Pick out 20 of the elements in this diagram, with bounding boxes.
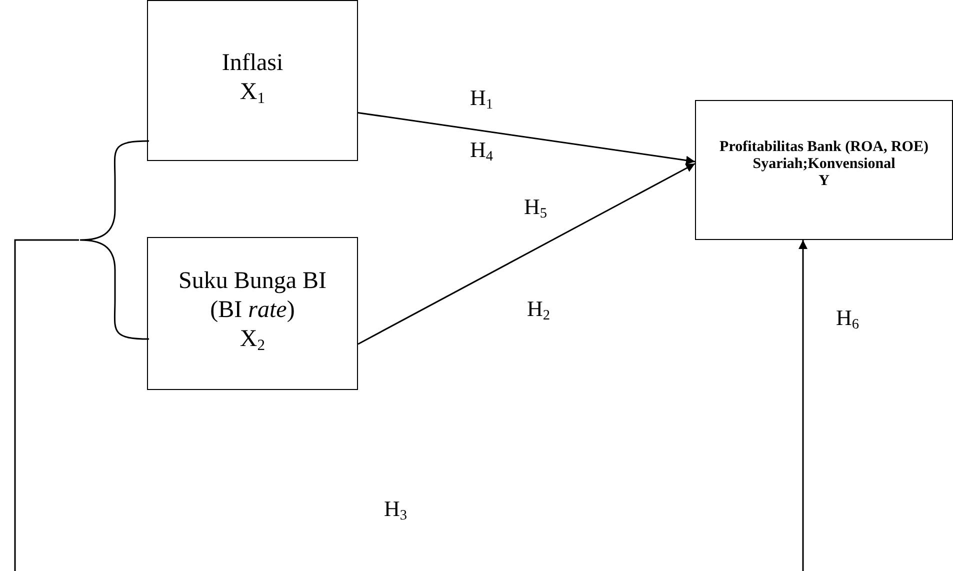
hypothesis-label: H$_{3}$ <box>384 496 408 525</box>
box-text: Suku Bunga BI <box>178 267 326 296</box>
arrow <box>358 162 696 345</box>
hypothesis-label: H$_{6}$ <box>836 305 860 334</box>
box-text: Profitabilitas Bank (ROA, ROE) Syariah;Konvensional <box>718 138 930 172</box>
box-text: X$_{2}$ <box>240 325 266 356</box>
box-text: X$_{1}$ <box>240 78 266 108</box>
variable-box <box>147 0 358 161</box>
hypothesis-label: H$_{4}$ <box>470 137 494 166</box>
curly-brace <box>79 140 149 340</box>
hypothesis-label: H$_{5}$ <box>524 194 548 223</box>
box-text: Y <box>818 172 830 190</box>
dependent-variable-box <box>695 100 953 240</box>
box-text: Inflasi <box>222 48 284 78</box>
variable-box <box>147 237 358 390</box>
hypothesis-label: H$_{1}$ <box>470 85 494 114</box>
box-text: (BI rate) <box>210 296 295 326</box>
arrow <box>14 239 808 571</box>
arrow <box>358 112 696 165</box>
hypothesis-label: H$_{2}$ <box>527 296 550 325</box>
